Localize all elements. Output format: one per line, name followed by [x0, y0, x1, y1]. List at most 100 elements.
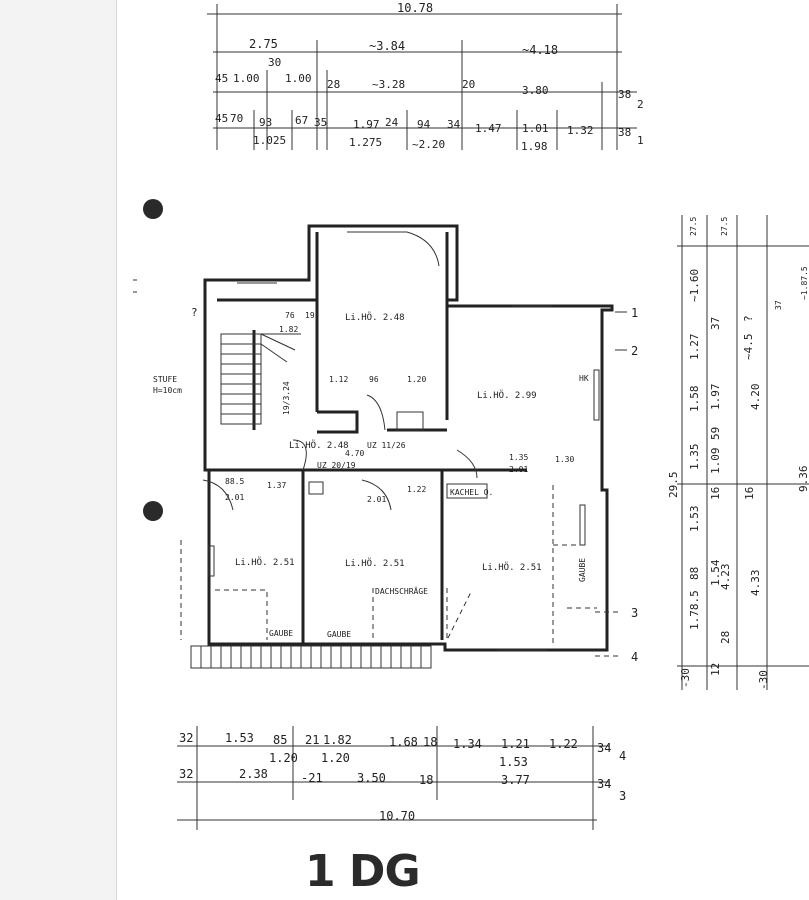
side-dim-28: 28 — [719, 631, 732, 644]
side-dim-16a: 16 — [709, 487, 722, 500]
side-dim-158: 1.58 — [688, 386, 701, 413]
top-dim-38a: 38 — [618, 88, 631, 101]
room-label-mid: Li.HÖ. 2.51 — [345, 558, 405, 569]
top-dim-24: 24 — [385, 116, 399, 129]
floor-plan-drawing: 10.78 2.75 ~3.84 ~4.18 45 1.00 30 1.00 2… — [133, 1, 809, 830]
top-dimension-chain: 10.78 2.75 ~3.84 ~4.18 45 1.00 30 1.00 2… — [207, 1, 644, 153]
bot-dim-168: 1.68 — [389, 735, 418, 749]
top-dim-101: 1.01 — [522, 122, 549, 135]
axis-4: 4 — [631, 650, 638, 664]
top-dim-38b: 38 — [618, 126, 631, 139]
top-dim-1275: 1.275 — [349, 136, 382, 149]
bot-dim-377: 3.77 — [501, 773, 530, 787]
top-dim-34: 34 — [447, 118, 461, 131]
room-label-right: Li.HÖ. 2.99 — [477, 390, 537, 401]
dim-19: 19 — [305, 311, 315, 320]
top-dim-30: 30 — [268, 56, 281, 69]
side-dim-423: 4.23 — [719, 564, 732, 591]
radiator-right-low — [579, 504, 586, 546]
axis-3: 3 — [631, 606, 638, 620]
side-dim-q: ? — [742, 315, 755, 322]
dim-135: 1.35 — [509, 453, 528, 462]
side-dim-154: 1.54 — [709, 559, 722, 586]
bot-dim-34a: 34 — [597, 741, 611, 755]
side-dim-295: 29.5 — [667, 472, 680, 499]
side-dim-275a: 27.5 — [689, 217, 698, 236]
top-dim-380: 3.80 — [522, 84, 549, 97]
top-dim-70: 70 — [230, 112, 243, 125]
bot-dim-182: 1.82 — [323, 733, 352, 747]
top-dim-100a: 1.00 — [233, 72, 260, 85]
top-total-dim: 10.78 — [397, 1, 433, 15]
dim-122: 1.22 — [407, 485, 426, 494]
top-dim-220: ~2.20 — [412, 138, 445, 151]
top-dim-35: 35 — [314, 116, 327, 129]
top-dim-45b: 45 — [215, 112, 228, 125]
top-dim-132: 1.32 — [567, 124, 594, 137]
dim-112: 1.12 — [329, 375, 348, 384]
dim-182: 1.82 — [279, 325, 298, 334]
side-dim-30a: -30 — [679, 668, 692, 688]
top-dim-94: 94 — [417, 118, 431, 131]
side-dim-16b: 16 — [743, 487, 756, 500]
top-dim-100b: 1.00 — [285, 72, 312, 85]
side-dim-30b: -30 — [757, 670, 770, 690]
top-axis-1: 1 — [637, 134, 644, 147]
bot-dim-153b: 1.53 — [499, 755, 528, 769]
side-dim-420: 4.20 — [749, 384, 762, 411]
kachel-box — [446, 483, 488, 499]
side-dim-1785: 1.78.5 — [688, 590, 701, 630]
top-dim-b: ~3.84 — [369, 39, 405, 53]
punch-hole-top — [143, 199, 163, 219]
floor-title: 1 DG — [305, 846, 421, 897]
top-dim-c: ~4.18 — [522, 43, 558, 57]
side-dim-12: 12 — [709, 663, 722, 676]
question-mark: ? — [191, 306, 198, 319]
bot-dim-120a: 1.20 — [269, 751, 298, 765]
staircase — [220, 333, 301, 425]
top-dim-28: 28 — [327, 78, 340, 91]
side-dim-37b: 37 — [774, 300, 783, 310]
top-dim-45: 45 — [215, 72, 228, 85]
radiator-left — [208, 545, 215, 577]
left-sidebar — [0, 0, 116, 900]
bot-dim-238: 2.38 — [239, 767, 268, 781]
room-label-right-low: Li.HÖ. 2.51 — [482, 562, 542, 573]
top-dim-198: 1.98 — [521, 140, 548, 153]
top-dim-93: 93 — [259, 116, 272, 129]
top-dim-197: 1.97 — [353, 118, 380, 131]
bot-dim-34b: 34 — [597, 777, 611, 791]
floor-plan: Li.HÖ. 2.48 Li.HÖ. 2.99 Li.HÖ. 2.48 Li.H… — [153, 224, 638, 669]
side-dim-936: 9.36 — [797, 466, 809, 493]
bot-dim-21b: -21 — [301, 771, 323, 785]
axis-1: 1 — [631, 306, 638, 320]
axis-2: 2 — [631, 344, 638, 358]
side-dim-1875: ~1.87.5 — [800, 266, 809, 300]
side-dim-135: 1.35 — [688, 444, 701, 471]
bot-axis-4: 4 — [619, 749, 626, 763]
hk-label: HK — [579, 374, 589, 383]
chimney-box — [308, 481, 324, 495]
top-dim-20: 20 — [462, 78, 475, 91]
side-dim-275b: 27.5 — [720, 217, 729, 236]
bot-dim-18b: 18 — [419, 773, 433, 787]
uz-11-26: UZ 11/26 — [367, 441, 406, 450]
stufe-label: STUFE — [153, 375, 177, 384]
radiator-right — [593, 369, 600, 421]
bot-dim-21: 21 — [305, 733, 319, 747]
dim-96: 96 — [369, 375, 379, 384]
dim-885: 88.5 — [225, 477, 244, 486]
bot-dim-134: 1.34 — [453, 737, 482, 751]
side-dimension-chain: 27.5 ~1.60 1.27 1.58 1.35 1.53 88 1.78.5… — [667, 215, 809, 690]
gaube-label-2: GAUBE — [327, 630, 351, 639]
bot-dim-18a: 18 — [423, 735, 437, 749]
bot-dim-32a: 32 — [179, 731, 193, 745]
dim-76: 76 — [285, 311, 295, 320]
top-axis-2: 2 — [637, 98, 644, 111]
bot-total-dim: 10.70 — [379, 809, 415, 823]
top-dim-328: ~3.28 — [372, 78, 405, 91]
side-dim-153: 1.53 — [688, 506, 701, 533]
dim-130: 1.30 — [555, 455, 574, 464]
side-dim-433: 4.33 — [749, 570, 762, 597]
top-dim-67: 67 — [295, 114, 308, 127]
